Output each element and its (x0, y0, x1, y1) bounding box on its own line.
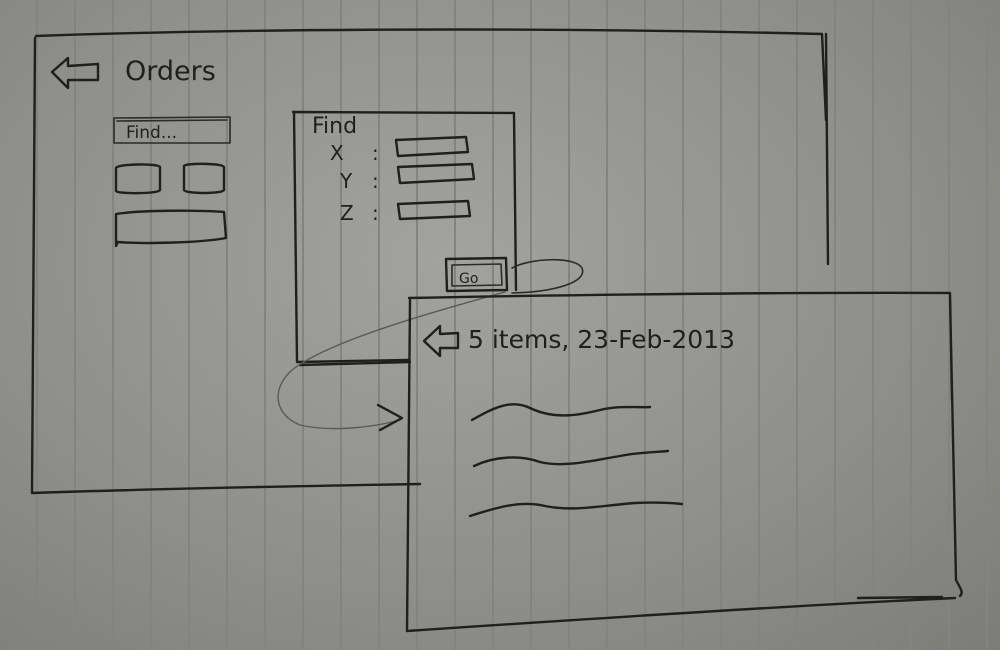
find-button[interactable]: Find... (113, 116, 231, 144)
find-dialog: Find X : Y : Z : Go (291, 110, 518, 364)
svg-text:Find...: Find... (126, 123, 177, 143)
input-x[interactable] (394, 135, 470, 158)
results-title: 5 items, 23-Feb-2013 (468, 325, 735, 354)
field-label-z: Z (340, 201, 354, 225)
field-label-y: Y (339, 169, 353, 193)
list-item[interactable] (472, 449, 670, 468)
list-item[interactable] (470, 403, 652, 422)
wide-button[interactable] (114, 209, 228, 248)
field-separator-x: : (372, 141, 379, 165)
small-button-right[interactable] (182, 162, 226, 195)
input-z[interactable] (396, 199, 472, 221)
results-screen: 5 items, 23-Feb-2013 (405, 291, 963, 633)
orders-screen: Orders Find... (30, 28, 830, 495)
transition-arrow (277, 258, 584, 432)
input-y[interactable] (396, 162, 476, 185)
orders-back-icon[interactable] (50, 56, 100, 90)
find-field-y: Y : (339, 162, 476, 193)
go-button[interactable]: Go (444, 256, 509, 293)
field-separator-z: : (372, 201, 379, 225)
orders-title: Orders (125, 56, 216, 87)
find-field-z: Z : (340, 199, 472, 225)
results-back-icon[interactable] (422, 324, 460, 358)
field-label-x: X (330, 141, 344, 165)
svg-text:Go: Go (459, 271, 478, 287)
list-item[interactable] (468, 501, 684, 518)
find-field-x: X : (330, 135, 470, 165)
field-separator-y: : (372, 169, 379, 193)
small-button-left[interactable] (114, 163, 162, 195)
find-dialog-title: Find (312, 114, 357, 139)
